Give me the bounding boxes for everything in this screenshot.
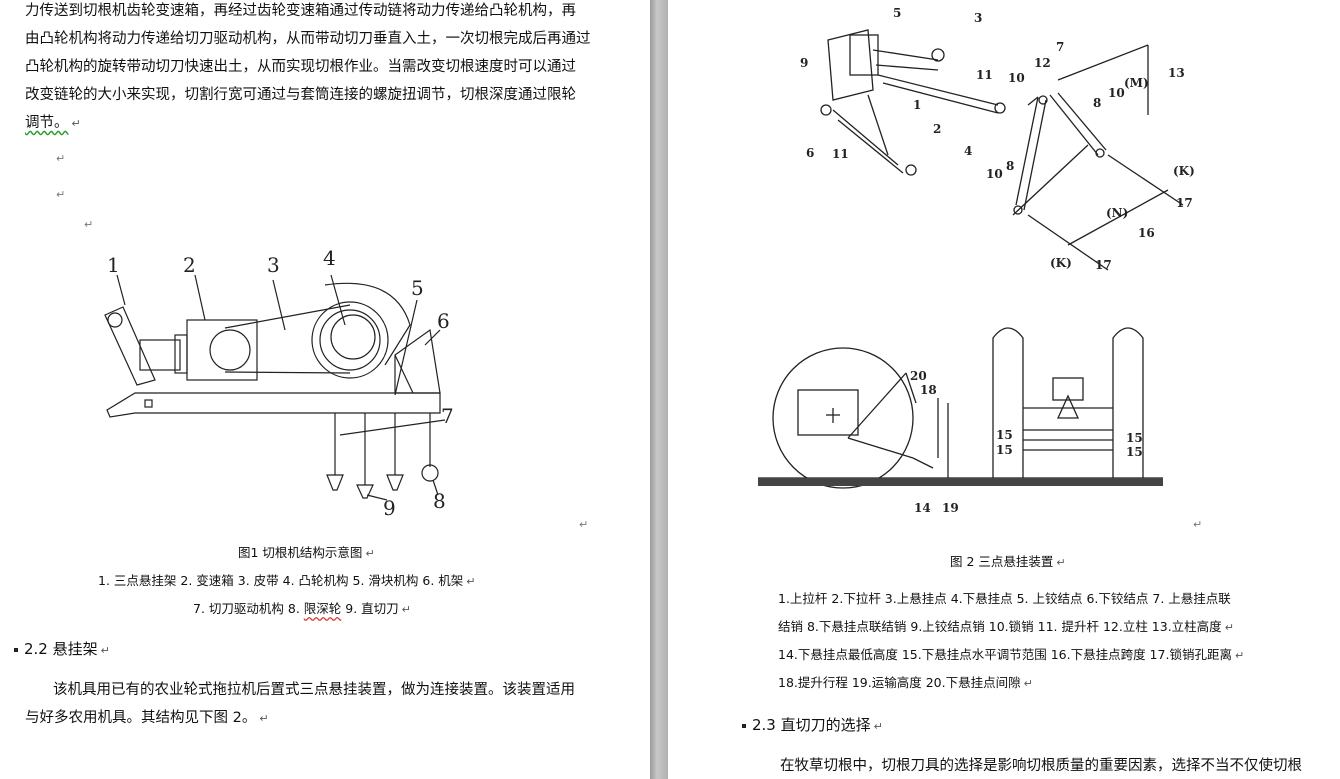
page-gutter [650,0,668,779]
figure2-callout: 10 [1008,71,1025,85]
document-page-left: 力传送到切根机齿轮变速箱，再经过齿轮变速箱通过传动链将动力传递给凸轮机构，再 由… [0,0,650,779]
figure2-callout: 10 [986,167,1003,181]
figure2-callout: 3 [974,11,982,25]
figure2-callout: (K) [1173,164,1195,178]
body-text-line: 改变链轮的大小来实现，切割行宽可通过与套筒连接的螺旋扭调节，切根深度通过限轮 [25,87,576,103]
figure2-callout: 1 [913,98,921,112]
figure2-callout: 17 [1176,196,1193,210]
body-text-line: 凸轮机构的旋转带动切刀快速出土，从而实现切根作业。当需改变切根速度时可以通过 [25,59,576,75]
figure2-callout: (M) [1124,76,1149,90]
figure2-legend-line: 结销 8.下悬挂点联结销 9.上铰结点销 10.锁销 11. 提升杆 12.立柱… [778,619,1234,634]
paragraph-mark: ↵ [1193,518,1203,531]
paragraph-mark: ↵ [579,518,589,531]
figure2-callout: 10 [1108,86,1125,100]
body-text-line-last: 调节。↵ [25,113,81,134]
figure1-callout: 6 [437,309,450,333]
figure2-callout: 13 [1168,66,1185,80]
figure1-callout: 7 [441,404,454,428]
figure2-callout: 2 [933,122,941,136]
body-text-line: 该机具用已有的农业轮式拖拉机后置式三点悬挂装置，做为连接装置。该装置适用 [53,682,575,698]
body-text-last-fragment: 调节。 [25,115,69,131]
body-text-line: 在牧草切根中，切根刀具的选择是影响切根质量的重要因素，选择不当不仅使切根 [780,758,1302,774]
body-text-line: 由凸轮机构将动力传递给切刀驱动机构，从而带动切刀垂直入土，一次切根完成后再通过 [25,31,591,47]
figure2-callout: 8 [1006,159,1014,173]
figure2-callout: 5 [893,6,901,20]
figure2-callout: 4 [964,144,972,158]
figure1-legend-line: 1. 三点悬挂架 2. 变速箱 3. 皮带 4. 凸轮机构 5. 滑块机构 6.… [98,573,476,588]
figure2-callout: 14 [914,501,931,515]
figure1-callout: 1 [107,253,120,277]
figure2-callout: 20 [910,369,927,383]
figure2-hitch-linkage-diagram: 5 3 9 11 1 2 6 11 4 7 12 10 13 (M) 8 10 … [800,6,1195,272]
figure2-side-rear-views: 20 18 14 19 15 15 15 15 [758,327,1163,515]
figure2-callout: 8 [1093,96,1101,110]
figure1-callout: 8 [433,489,446,513]
figure2-callout: 11 [832,147,849,161]
figure2-callout: 15 [996,428,1013,442]
document-page-right: 5 3 9 11 1 2 6 11 4 7 12 10 13 (M) 8 10 … [668,0,1340,779]
paragraph-mark: ↵ [56,152,66,165]
figure2-callout: 9 [800,56,808,70]
figure1-callout: 5 [411,276,424,300]
figure2-callout: 7 [1056,40,1064,54]
figure1-caption: 图1 切根机结构示意图↵ [238,545,375,560]
figure2-callout: 11 [976,68,993,82]
figure2-callout: 15 [1126,445,1143,459]
figure1-legend-line: 7. 切刀驱动机构 8. 限深轮 9. 直切刀↵ [193,601,411,616]
figure2-legend-line: 18.提升行程 19.运输高度 20.下悬挂点间隙↵ [778,675,1033,690]
figure2-callout: 15 [1126,431,1143,445]
figure2-callout: 6 [806,146,814,160]
figure2-callout: 16 [1138,226,1155,240]
figure1-callout: 3 [267,253,280,277]
section-heading-2-3: 2.3 直切刀的选择↵ [742,714,883,735]
figure1-root-cutter-diagram: 1 2 3 4 5 6 7 8 9 [104,246,454,520]
figure1-callout: 9 [383,496,396,520]
figure2-callout: (N) [1106,206,1128,220]
paragraph-mark: ↵ [56,188,66,201]
figure1-callout: 4 [323,246,336,270]
figure2-caption: 图 2 三点悬挂装置↵ [950,554,1066,569]
paragraph-mark: ↵ [71,117,81,130]
figure2-callout: 19 [942,501,959,515]
body-text-line: 力传送到切根机齿轮变速箱，再经过齿轮变速箱通过传动链将动力传递给凸轮机构，再 [25,3,576,19]
figure2-legend-line: 14.下悬挂点最低高度 15.下悬挂点水平调节范围 16.下悬挂点跨度 17.锁… [778,647,1245,662]
body-text-line: 与好多农用机具。其结构见下图 2。↵ [25,710,269,726]
figure2-callout: 12 [1034,56,1051,70]
figure1-callout: 2 [183,253,196,277]
section-heading-2-2: 2.2 悬挂架↵ [14,638,110,659]
figure2-callout: (K) [1050,256,1072,270]
figure2-callout: 17 [1095,258,1112,272]
figure2-callout: 18 [920,383,937,397]
figure2-callout: 15 [996,443,1013,457]
paragraph-mark: ↵ [84,218,94,231]
figure2-legend-line: 1.上拉杆 2.下拉杆 3.上悬挂点 4.下悬挂点 5. 上铰结点 6.下铰结点… [778,591,1231,606]
